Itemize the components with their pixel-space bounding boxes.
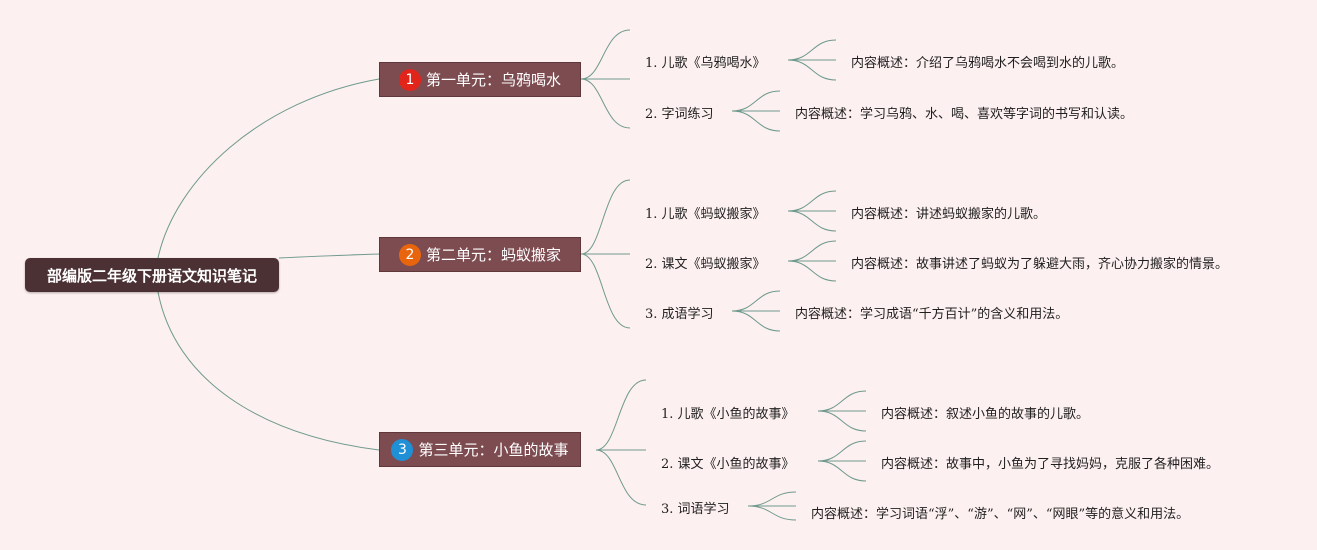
unit-2-label: 第二单元：蚂蚁搬家	[425, 246, 561, 264]
u3t1-prong-1	[817, 390, 867, 412]
unit-3-label: 第三单元：小鱼的故事	[418, 441, 569, 459]
unit-3-topic-1-description[interactable]: 内容概述：叙述小鱼的故事的儿歌。	[881, 407, 1090, 422]
u1t1-prong-3	[787, 59, 837, 81]
unit-1-topic-1-description[interactable]: 内容概述：介绍了乌鸦喝水不会喝到水的儿歌。	[851, 56, 1125, 71]
unit-2-topic-1[interactable]: 1. 儿歌《蚂蚁搬家》	[645, 207, 766, 222]
unit-3-topic-2[interactable]: 2. 课文《小鱼的故事》	[661, 457, 795, 472]
unit-1-node[interactable]: 1 第一单元：乌鸦喝水	[379, 62, 581, 97]
unit-1-label: 第一单元：乌鸦喝水	[425, 71, 561, 89]
unit-2-fan-line-3	[580, 253, 631, 329]
unit-3-fan-line-1	[595, 379, 647, 451]
unit-1-topic-2[interactable]: 2. 字词练习	[645, 107, 714, 122]
unit-2-node[interactable]: 2 第二单元：蚂蚁搬家	[379, 237, 581, 272]
root-to-unit-2-line	[278, 253, 380, 259]
unit-2-topic-2[interactable]: 2. 课文《蚂蚁搬家》	[645, 257, 766, 272]
u2t3-prong-3	[731, 310, 781, 332]
u3t3-prong-1	[747, 491, 797, 507]
unit-2-topic-3[interactable]: 3. 成语学习	[645, 307, 714, 322]
u1t2-prong-1	[731, 90, 781, 112]
unit-1-fan-line-3	[580, 78, 631, 129]
u2t2-prong-1	[787, 240, 837, 262]
priority-1-icon: 1	[398, 68, 421, 91]
u3t2-prong-1	[817, 440, 867, 462]
u3t1-prong-3	[817, 410, 867, 432]
unit-2-fan-line-1	[580, 179, 631, 255]
u2t1-prong-1	[787, 190, 837, 212]
priority-2-icon: 2	[398, 243, 421, 266]
unit-3-node[interactable]: 3 第三单元：小鱼的故事	[379, 432, 581, 467]
u2t2-prong-3	[787, 260, 837, 282]
unit-3-topic-2-description[interactable]: 内容概述：故事中，小鱼为了寻找妈妈，克服了各种困难。	[881, 457, 1220, 472]
u3t2-prong-3	[817, 460, 867, 482]
u1t2-prong-3	[731, 110, 781, 132]
unit-2-topic-1-description[interactable]: 内容概述：讲述蚂蚁搬家的儿歌。	[851, 207, 1047, 222]
u1t1-prong-1	[787, 39, 837, 61]
u3t3-prong-3	[747, 505, 797, 521]
unit-3-topic-3[interactable]: 3. 词语学习	[661, 502, 730, 517]
unit-3-topic-3-description[interactable]: 内容概述：学习词语“浮”、“游”、“网”、“网眼”等的意义和用法。	[811, 507, 1190, 522]
unit-1-fan-line-1	[580, 29, 631, 80]
u2t1-prong-3	[787, 210, 837, 232]
root-to-unit-1-line	[157, 78, 380, 259]
unit-3-fan-line-3	[595, 449, 647, 506]
unit-1-topic-2-description[interactable]: 内容概述：学习乌鸦、水、喝、喜欢等字词的书写和认读。	[795, 107, 1134, 122]
root-title[interactable]: 部编版二年级下册语文知识笔记	[25, 258, 279, 292]
unit-2-topic-2-description[interactable]: 内容概述：故事讲述了蚂蚁为了躲避大雨，齐心协力搬家的情景。	[851, 257, 1229, 272]
unit-3-topic-1[interactable]: 1. 儿歌《小鱼的故事》	[661, 407, 795, 422]
unit-2-topic-3-description[interactable]: 内容概述：学习成语“千方百计”的含义和用法。	[795, 307, 1069, 322]
priority-3-icon: 3	[391, 438, 414, 461]
root-to-unit-3-line	[157, 291, 380, 451]
u2t3-prong-1	[731, 290, 781, 312]
unit-1-topic-1[interactable]: 1. 儿歌《乌鸦喝水》	[645, 56, 766, 71]
